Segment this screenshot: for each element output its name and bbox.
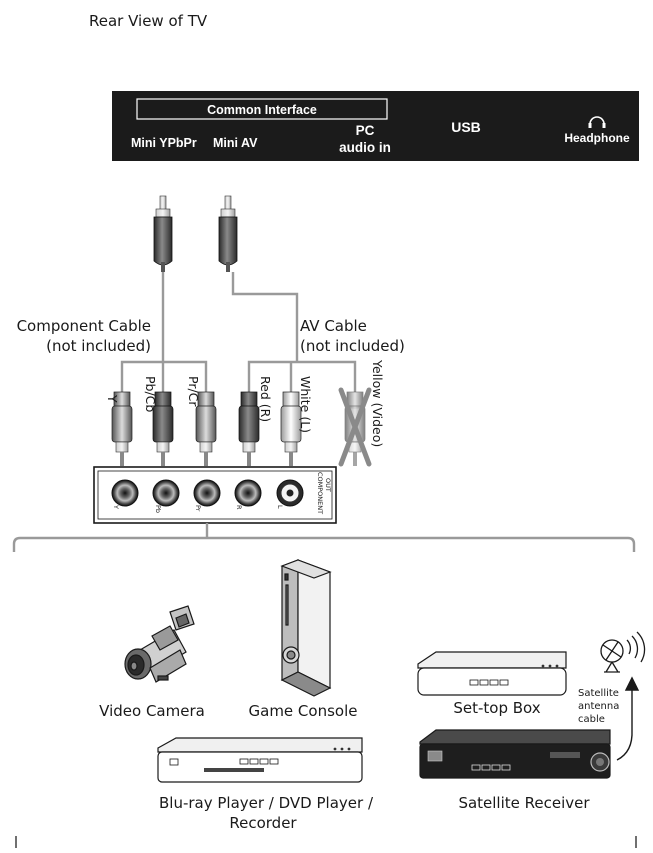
jack-r [234,479,262,507]
av-cable-wires [231,272,357,392]
device-group-bracket [12,523,636,552]
jack-label-pb: Pb [154,505,162,513]
plug-red-r [238,391,260,466]
satellite-cable-label-line1: Satellite [578,688,619,699]
set-top-box-icon [417,651,567,696]
diagram-title: Rear View of TV [89,12,208,30]
jack-l [276,479,304,507]
pc-audio-port-label-line1: PC [356,123,375,138]
component-out-label-line2: OUT [324,478,332,492]
common-interface-slot [136,98,388,120]
plug-label-yellow-video: Yellow (Video) [370,359,385,447]
game-console-icon [280,559,332,697]
plug-pb-cb [152,391,174,466]
satellite-dish-icon [600,631,646,673]
pc-audio-port-label-line2: audio in [339,140,391,155]
common-interface-label: Common Interface [207,103,317,117]
satellite-receiver-label: Satellite Receiver [458,794,590,812]
satellite-cable-label-line3: cable [578,714,605,725]
bluray-player-label-line1: Blu-ray Player / DVD Player / [159,794,374,812]
av-cable-label-line1: AV Cable [300,317,367,335]
tv-rear-panel: Common Interface Mini YPbPr Mini AV PC a… [112,91,639,161]
game-console-label: Game Console [249,702,358,720]
jack-pb [152,479,180,507]
satellite-receiver-icon [419,729,611,779]
plug-label-white-l: White (L) [298,376,313,433]
not-used-cross-icon [338,387,372,467]
component-cable-label-line2: (not included) [46,337,151,355]
video-camera-icon [124,605,195,683]
mini-av-port-label: Mini AV [213,136,258,150]
tv-panel-background [112,91,639,161]
component-cable-wires [120,272,208,392]
plug-label-y: Y [105,394,120,403]
usb-port-label: USB [451,119,481,135]
av-cable-label-line2: (not included) [300,337,405,355]
jack-y [111,479,139,507]
mini-ypbpr-port-label: Mini YPbPr [131,136,197,150]
plug-label-pr-cr: Pr/Cr [186,376,201,407]
video-camera-label: Video Camera [99,702,205,720]
jack-label-pr: Pr [194,505,202,512]
jack-label-l: L [276,505,284,509]
component-out-jack-panel: Y Pb Pr R L COMPONENT OUT [93,466,337,524]
plug-label-red-r: Red (R) [258,376,273,422]
jack-pr [193,479,221,507]
component-cable-label-line1: Component Cable [17,317,151,335]
component-out-label-line1: COMPONENT [316,472,324,514]
jack-label-r: R [235,505,243,510]
plug-pr-cr [195,391,217,466]
satellite-antenna-cable [616,676,640,761]
jack-label-y: Y [112,504,120,509]
headphone-port-label: Headphone [564,131,630,145]
plug-y [111,391,133,466]
satellite-cable-label-line2: antenna [578,701,619,712]
bottom-corner-marks [15,836,637,848]
plug-yellow-video-crossed [338,387,372,467]
headphone-icon [588,116,606,128]
av-mini-plug-top [218,195,238,272]
plug-label-pb-cb: Pb/Cb [143,376,158,412]
bluray-player-label-line2: Recorder [229,814,297,832]
component-mini-plug-top [153,195,173,272]
set-top-box-label: Set-top Box [453,699,540,717]
bluray-dvd-player-icon [157,737,363,783]
plug-white-l [280,391,302,466]
